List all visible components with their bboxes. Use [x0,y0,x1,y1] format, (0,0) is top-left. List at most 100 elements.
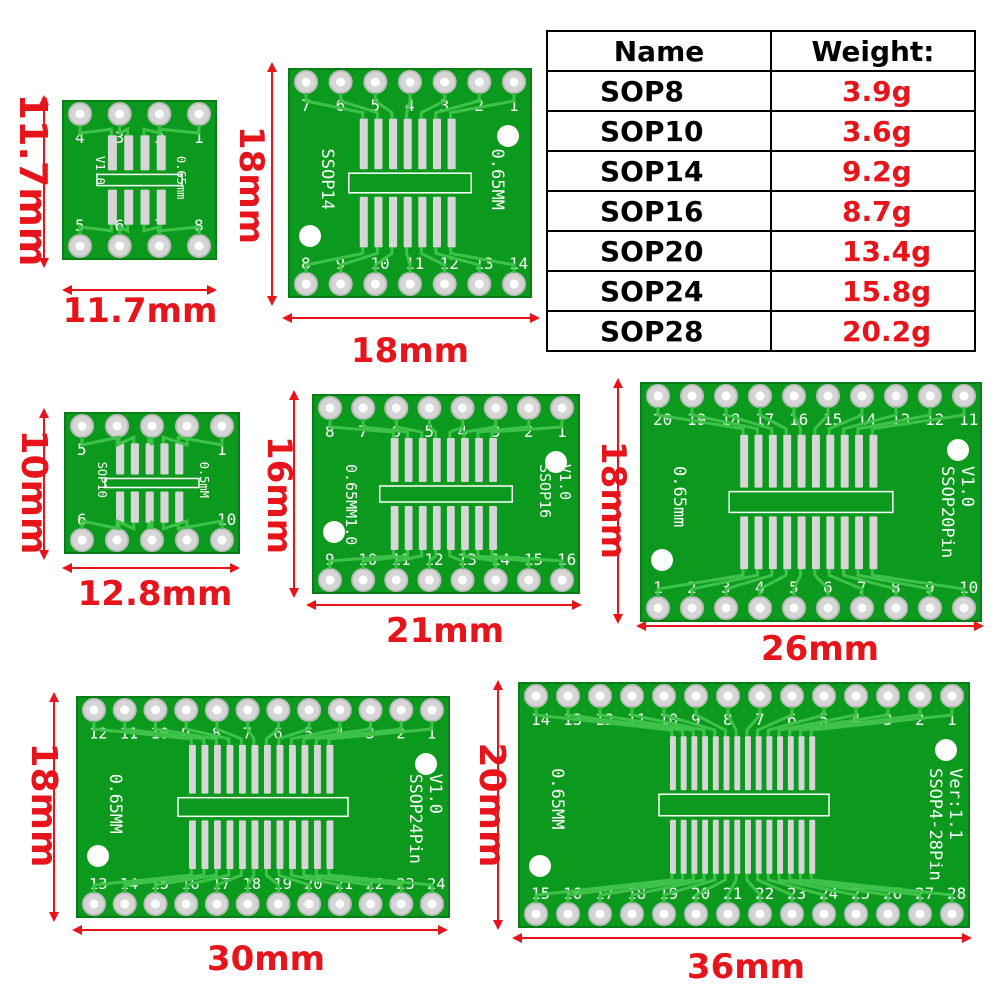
smd-pad [489,506,497,550]
smd-pad [145,491,154,523]
smd-pad [251,820,259,870]
arrow-head [49,692,59,702]
pad-hole [212,705,222,715]
pin-number-label: 9 [691,710,701,729]
row-name: SOP28 [546,310,772,352]
smd-pad [734,819,741,874]
pad-hole [366,705,376,715]
smd-pad [251,744,259,794]
copper-trace [777,873,858,903]
arrow-head [230,563,240,573]
weight-column-header: Weight: [770,30,976,72]
pad-hole [440,77,450,87]
pcb-edge [62,100,217,260]
copper-trace [147,520,154,530]
pin-number-label: 6 [336,96,346,115]
copper-trace [115,434,136,448]
smd-pad [783,434,792,488]
smd-pad [691,819,698,874]
pad-hole [474,77,484,87]
copper-trace [745,873,762,903]
smd-pad [797,516,806,570]
arrow-head [493,920,503,930]
pad-hole [524,575,534,585]
smd-pad [239,820,246,870]
width-dimension-label: 11.7mm [63,291,218,331]
smd-pad [734,736,741,791]
smd-pad [239,744,246,794]
smd-pad [326,744,334,794]
copper-trace [662,873,717,903]
copper-trace [476,419,531,438]
copper-trace [656,407,745,435]
pad-hole [424,403,434,413]
pad-hole [336,279,346,289]
arrow-head [267,62,277,72]
copper-trace [598,873,695,903]
arrow-head [72,925,82,935]
pad-hole [112,421,122,431]
copper-trace [809,707,954,737]
smd-pad [826,434,835,488]
pad-hole [915,909,925,919]
pcb-board [518,682,970,928]
pad-hole [524,403,534,413]
pad-hole [723,909,733,919]
height-dimension-label: 20mm [471,742,512,867]
pad-hole [336,77,346,87]
copper-trace [758,407,788,435]
copper-trace [534,873,674,903]
smd-pad [754,434,763,488]
copper-trace [80,435,121,447]
copper-trace [427,550,438,569]
copper-trace [339,93,379,119]
pad-hole [531,909,541,919]
smd-pad [745,736,751,791]
copper-trace [809,873,954,903]
pad-hole [819,909,829,919]
smd-pad [855,434,863,488]
copper-trace [419,93,447,119]
smd-pad [124,135,134,171]
mounting-hole [497,125,519,147]
smd-pad [156,189,166,225]
copper-trace [115,518,136,532]
copper-trace [788,873,890,903]
silkscreen-text: SSOP14 [317,149,337,210]
copper-trace [726,707,738,737]
copper-trace [462,419,498,438]
smd-pad [130,491,139,523]
smd-pad [475,506,483,550]
pin-number-label: 12 [89,724,108,742]
silkscreen-text: SSOP4-28Pin [925,768,945,881]
smd-pad [276,820,284,870]
pad-hole [147,535,157,545]
copper-trace [566,707,685,737]
pcb-edge [640,382,982,622]
copper-trace [215,721,243,745]
pad-hole [89,899,99,909]
smd-pad [201,820,209,870]
copper-trace [123,869,206,893]
pin-number-label: 9 [325,550,335,569]
copper-trace [118,125,130,136]
copper-trace [92,721,193,745]
pad-hole [787,909,797,919]
copper-trace [153,721,218,745]
pad-hole [304,899,314,909]
smd-pad [826,516,835,570]
pad-hole [659,691,669,701]
pin-number-label: 5 [819,710,829,729]
pad-hole [427,705,437,715]
arrow-head [974,621,984,631]
table-header-row: Name Weight: [546,30,976,72]
pad-hole [557,575,567,585]
smd-pad [403,196,412,248]
width-dimension-label: 18mm [351,331,469,371]
pcb-edge [76,696,450,918]
smd-pad [264,820,271,870]
smd-pad [777,736,784,791]
pin-number-label: 2 [474,96,484,115]
